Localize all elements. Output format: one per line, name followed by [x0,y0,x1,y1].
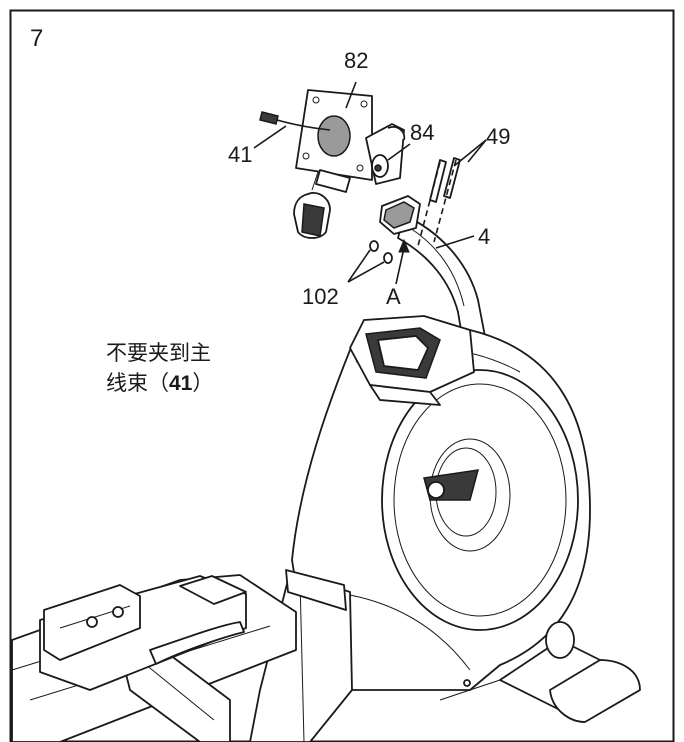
callout-49: 49 [486,124,510,149]
seat-carriage [39,575,247,691]
note-line-2-part: 41 [169,372,193,395]
console-plate-82 [295,89,373,181]
washers-102 [369,240,393,264]
note-line-1: 不要夹到主 [106,342,211,365]
note-line-2: 线束（41） [106,372,213,395]
rear-stabilizer [439,621,641,723]
flywheel-cover [381,369,579,631]
console-wire-41 [259,111,331,131]
console-mount-84 [365,123,406,185]
callout-102: 102 [302,284,339,309]
bolts-49 [417,157,461,247]
note-line-2-prefix: 线束（ [106,372,169,395]
callout-41: 41 [228,142,252,167]
upper-bracket [349,315,475,406]
lower-column [249,569,353,742]
callout-84: 84 [410,120,434,145]
post-top-cap [379,195,421,235]
leader-lines [253,81,487,285]
callout-a: A [386,284,401,309]
note-line-2-suffix: ） [192,372,213,395]
callout-4: 4 [478,224,490,249]
console-stem [293,169,351,239]
step-number: 7 [30,25,43,52]
callout-82: 82 [344,48,368,73]
